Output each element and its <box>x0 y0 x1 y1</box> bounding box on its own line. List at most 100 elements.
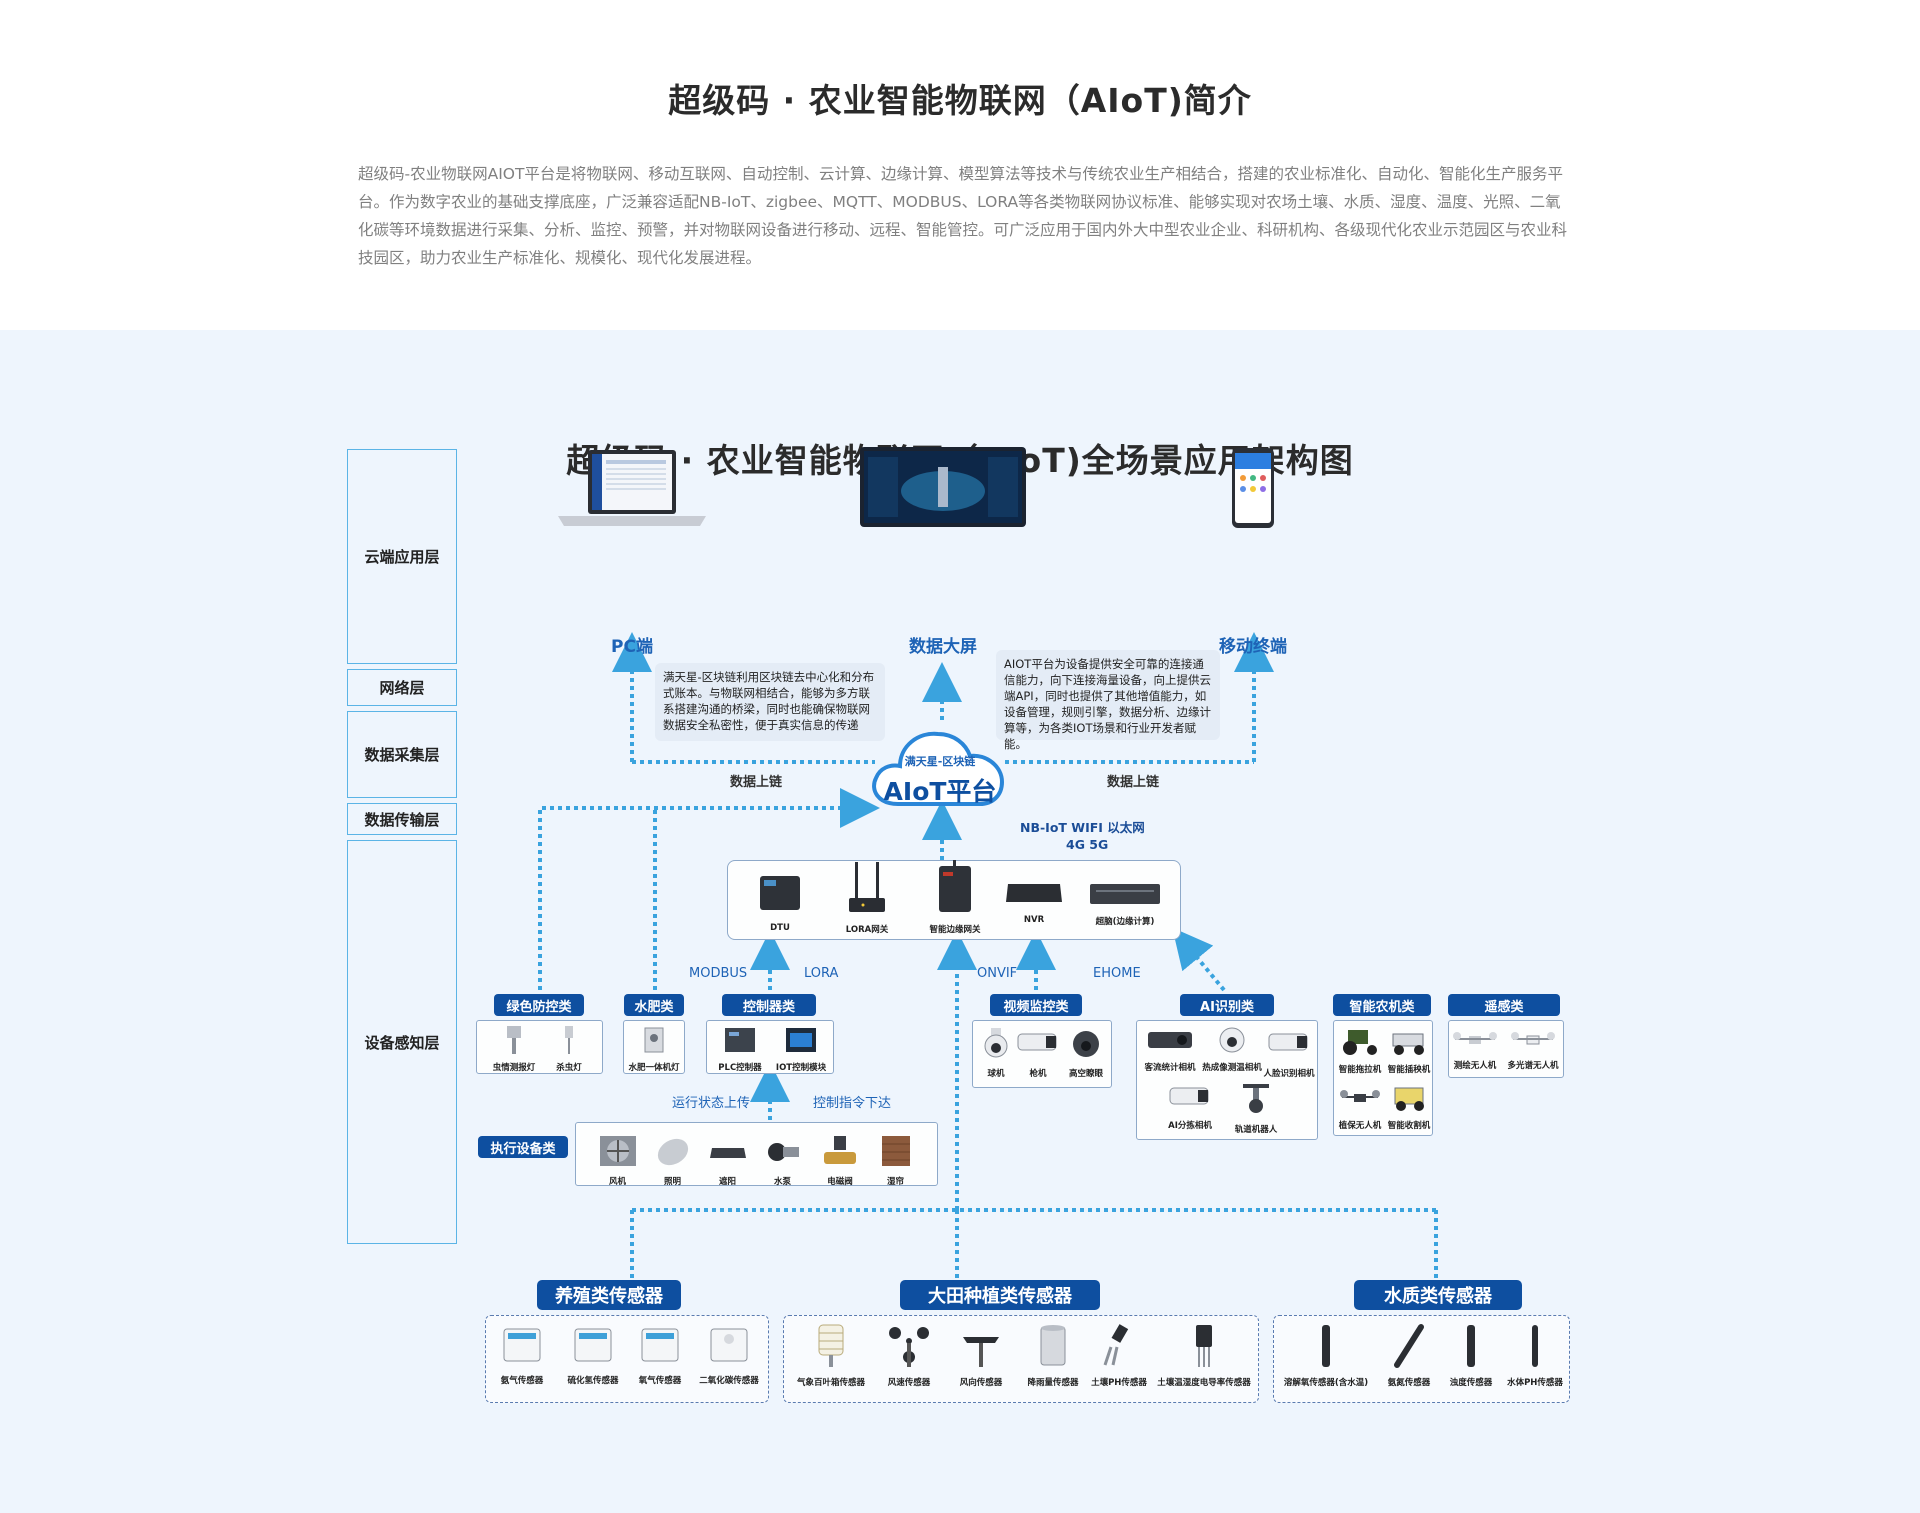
weather-louver-box-icon <box>818 1324 844 1367</box>
item-label: 土壤PH传感器 <box>1091 1378 1147 1388</box>
thermal-camera-icon <box>1219 1027 1245 1053</box>
smart-tractor-icon <box>1343 1030 1377 1055</box>
exec-item: 照明 <box>645 1134 700 1187</box>
layer-data-transport: 数据传输层 <box>347 803 457 835</box>
green-item: 虫情测报灯 <box>485 1024 543 1073</box>
item-label: IOT控制模块 <box>775 1063 827 1073</box>
data-up-right-label: 数据上链 <box>1107 775 1160 790</box>
item-label: 气象百叶箱传感器 <box>796 1378 865 1388</box>
category-field-sensors: 大田种植类传感器 <box>900 1280 1100 1310</box>
aiot-platform-note: AIOT平台为设备提供安全可靠的连接通信能力，向下连接海量设备，向上提供云端AP… <box>996 650 1220 751</box>
command-down-label: 控制指令下达 <box>813 1096 892 1111</box>
exec-item: 电磁阀 <box>810 1134 870 1187</box>
water-pump-icon <box>767 1143 799 1161</box>
remote-sensing-box <box>1448 1020 1564 1078</box>
protocol-modbus: MODBUS <box>689 966 748 981</box>
lighting-icon <box>657 1138 688 1166</box>
plc-controller-icon <box>725 1028 755 1052</box>
ai-item: AI分拣相机 <box>1160 1082 1220 1131</box>
rail-robot-icon <box>1243 1084 1269 1113</box>
mobile-phone-icon <box>1232 448 1274 528</box>
ammonia-nitrogen-sensor-icon <box>1394 1324 1424 1368</box>
item-label: 溶解氧传感器(含水温) <box>1283 1378 1369 1388</box>
item-label: 氨氮传感器 <box>1387 1378 1431 1388</box>
item-label: 氧气传感器 <box>638 1376 682 1386</box>
gateway-label: 智能边缘网关 <box>929 925 981 935</box>
water-ph-sensor-icon <box>1532 1325 1538 1367</box>
breed-item: 氧气传感器 <box>628 1323 692 1386</box>
video-item: 球机 <box>976 1026 1016 1079</box>
data-up-left-label: 数据上链 <box>730 775 783 790</box>
video-item: 高空瞭眼 <box>1064 1026 1108 1079</box>
status-upload-label: 运行状态上传 <box>672 1096 751 1111</box>
water-item: 溶解氧传感器(含水温) <box>1278 1323 1374 1388</box>
layer-device-sensing: 设备感知层 <box>347 840 457 1244</box>
nvr-icon <box>1006 884 1062 902</box>
intro-title: 超级码 · 农业智能物联网（AIoT)简介 <box>668 81 1252 120</box>
item-label: 风向传感器 <box>959 1378 1003 1388</box>
green-control-box <box>476 1020 603 1074</box>
lora-gateway-icon <box>849 862 885 912</box>
soil-ph-sensor-icon <box>1103 1324 1129 1366</box>
cloud-main-title: AIoT平台 <box>883 777 997 806</box>
wind-direction-sensor-icon <box>963 1337 999 1367</box>
category-water-fertilizer: 水肥类 <box>624 994 684 1016</box>
breed-item: 氨气传感器 <box>490 1323 554 1386</box>
exec-item: 水泵 <box>755 1134 810 1187</box>
category-breeding-sensors: 养殖类传感器 <box>537 1280 681 1310</box>
flow-count-camera-icon <box>1148 1032 1192 1048</box>
remote-item: 多光谱无人机 <box>1502 1026 1564 1071</box>
field-item: 土壤PH传感器 <box>1086 1323 1152 1388</box>
gateway-nvr: NVR <box>1002 878 1066 925</box>
exec-item: 风机 <box>590 1134 645 1187</box>
wet-curtain-icon <box>881 1136 910 1166</box>
gateway-lora: LORA网关 <box>832 860 902 935</box>
shading-icon <box>709 1148 746 1158</box>
field-item: 风速传感器 <box>874 1323 944 1388</box>
green-item: 杀虫灯 <box>540 1024 598 1073</box>
ctrl-item: PLC控制器 <box>710 1024 770 1073</box>
ai-item: 客流统计相机 <box>1140 1026 1200 1073</box>
category-video: 视频监控类 <box>990 994 1082 1016</box>
item-label: PLC控制器 <box>718 1063 762 1073</box>
blockchain-note: 满天星-区块链利用区块链去中心化和分布式账本。与物联网相结合，能够为多方联系搭建… <box>655 663 885 741</box>
field-item: 风向传感器 <box>948 1323 1014 1388</box>
wind-speed-sensor-icon <box>889 1327 929 1367</box>
field-item: 土壤温湿度电导率传感器 <box>1152 1323 1256 1388</box>
item-label: 二氧化碳传感器 <box>699 1376 759 1386</box>
item-label: 智能收割机 <box>1387 1121 1431 1131</box>
water-fertilizer-machine-icon <box>644 1027 664 1053</box>
gateway-dtu: DTU <box>745 870 815 933</box>
agri-item: 智能拖拉机 <box>1334 1026 1386 1075</box>
field-sensors-box <box>783 1315 1259 1403</box>
exec-item: 湿帘 <box>868 1134 923 1187</box>
smart-transplanter-icon <box>1392 1033 1424 1055</box>
category-controller: 控制器类 <box>722 994 816 1016</box>
aiot-cloud-icon <box>868 718 1012 814</box>
remote-item: 测绘无人机 <box>1450 1026 1500 1071</box>
item-label: 植保无人机 <box>1338 1121 1382 1131</box>
high-altitude-camera-icon <box>1073 1031 1099 1057</box>
item-label: 水肥一体机灯 <box>628 1063 680 1073</box>
item-label: 风速传感器 <box>887 1378 931 1388</box>
smart-harvester-icon <box>1394 1087 1424 1111</box>
dome-camera-icon <box>984 1028 1008 1058</box>
plant-protection-drone-icon <box>1340 1090 1380 1102</box>
iot-control-module-icon <box>786 1028 816 1052</box>
item-label: 轨道机器人 <box>1234 1125 1278 1135</box>
item-label: 水体PH传感器 <box>1507 1378 1563 1388</box>
item-label: 照明 <box>663 1177 681 1187</box>
item-label: 遮阳 <box>718 1177 736 1187</box>
ai-item: 热成像测温相机 <box>1200 1026 1264 1073</box>
agri-item: 智能收割机 <box>1384 1082 1434 1131</box>
ammonia-sensor-icon <box>503 1328 541 1362</box>
pest-monitor-lamp-icon <box>507 1026 521 1054</box>
item-label: 硫化氢传感器 <box>567 1376 619 1386</box>
turbidity-sensor-icon <box>1467 1325 1475 1367</box>
item-label: 电磁阀 <box>827 1177 853 1187</box>
item-label: 杀虫灯 <box>556 1063 582 1073</box>
gateway-label: DTU <box>770 923 790 933</box>
video-item: 枪机 <box>1016 1026 1060 1079</box>
category-execution: 执行设备类 <box>478 1136 568 1158</box>
item-label: 热成像测温相机 <box>1202 1063 1262 1073</box>
